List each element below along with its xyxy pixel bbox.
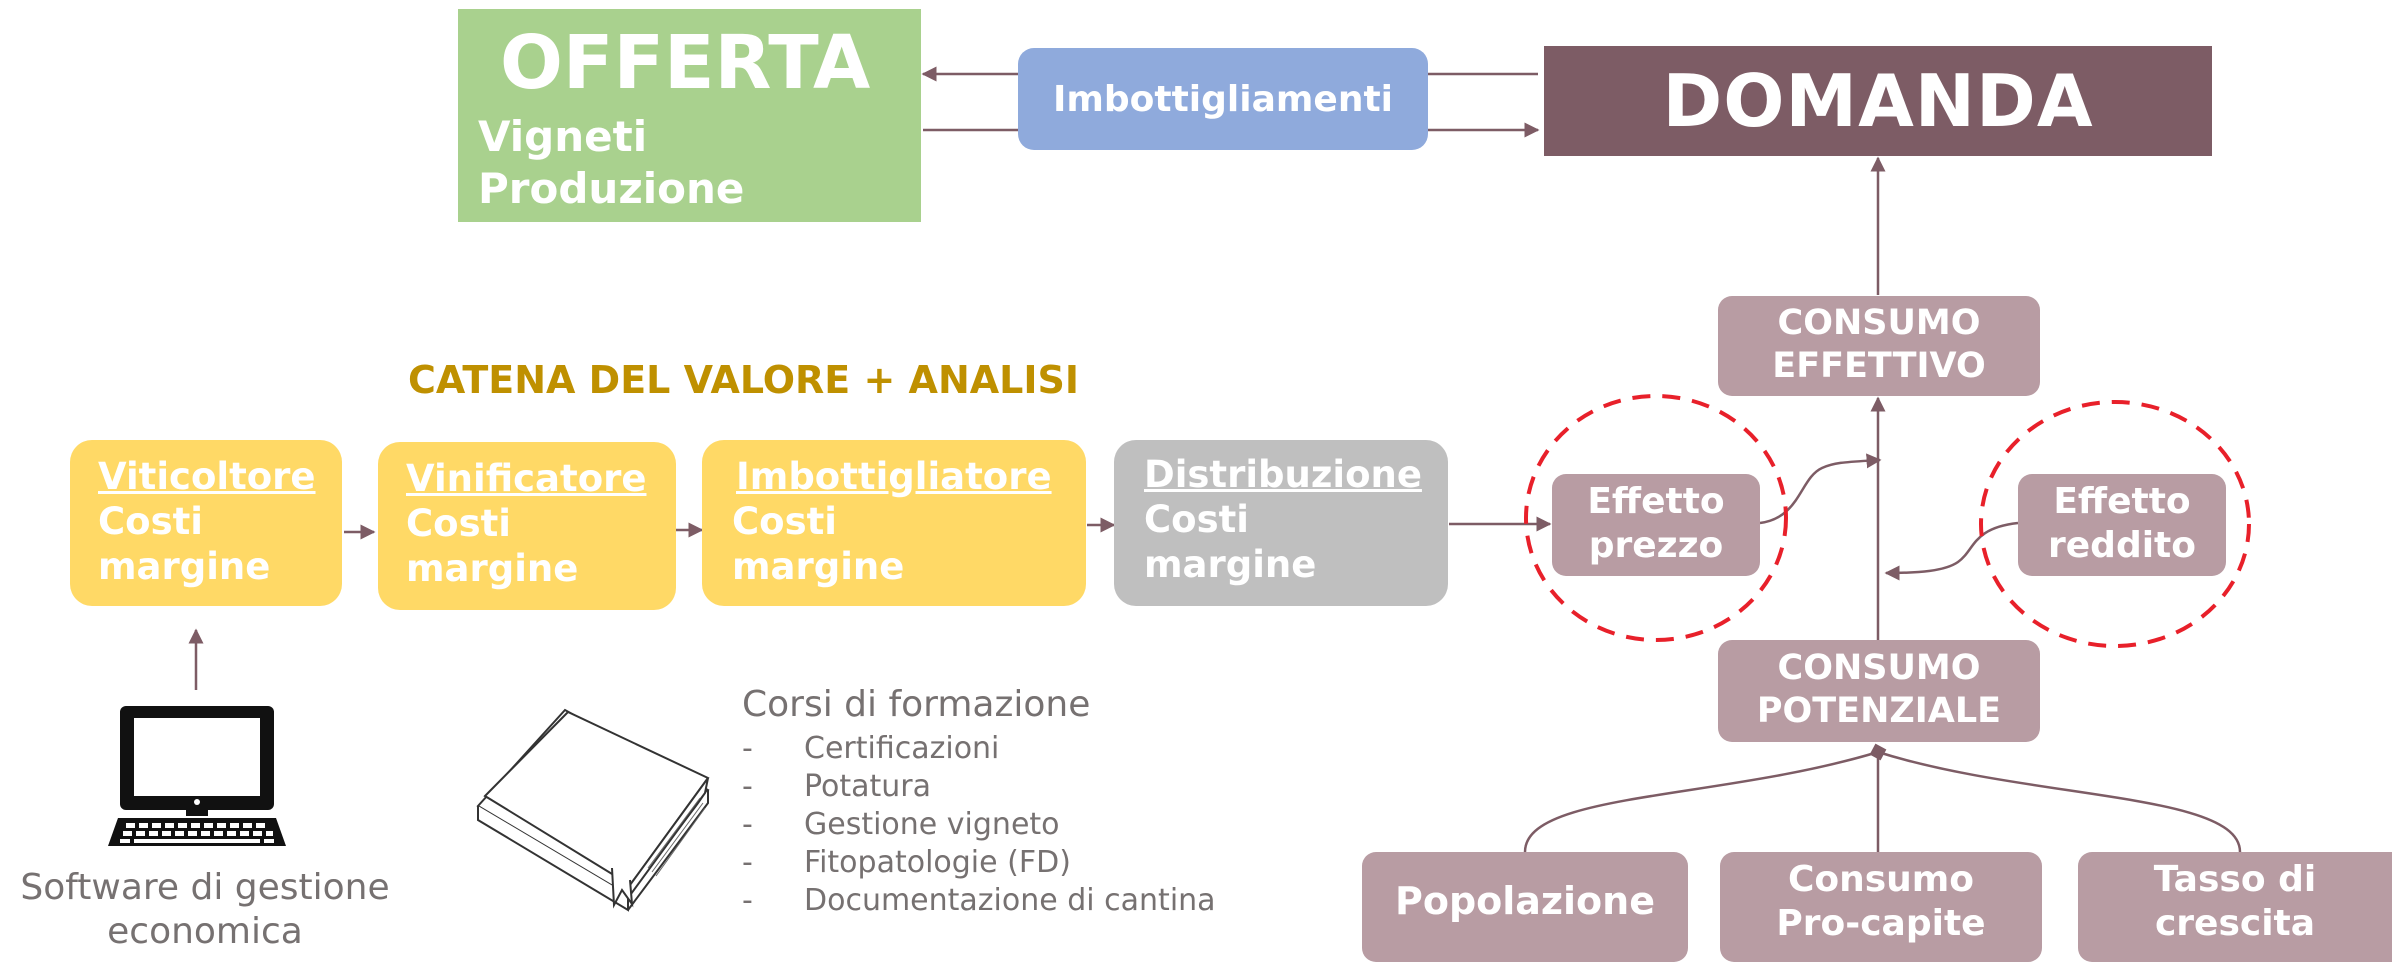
- consumo-effettivo-box: CONSUMO EFFETTIVO: [1718, 296, 2040, 396]
- chain-name-imbottigliatore: Imbottigliatore: [736, 455, 1052, 498]
- consumo-potenziale-line1: CONSUMO: [1777, 648, 1981, 688]
- chain-costi-imbottigliatore: Costi: [732, 500, 837, 543]
- consumo-procapite-box: Consumo Pro-capite: [1720, 852, 2042, 962]
- corsi-item: - Fitopatologie (FD): [742, 844, 1216, 882]
- chain-margine-vinificatore: margine: [406, 547, 579, 590]
- chain-box-distribuzione: Distribuzione Costi margine: [1114, 440, 1448, 606]
- imbottigliamenti-box: Imbottigliamenti: [1018, 48, 1428, 150]
- offerta-line-vigneti: Vigneti: [478, 112, 648, 161]
- chain-box-vinificatore: Vinificatore Costi margine: [378, 442, 676, 610]
- corsi-bullet: -: [742, 807, 753, 842]
- chain-costi-viticoltore: Costi: [98, 500, 203, 543]
- tasso-crescita-box: Tasso di crescita: [2078, 852, 2392, 962]
- corsi-list: - Certificazioni - Potatura - Gestione vign…: [742, 730, 1216, 920]
- domanda-box: DOMANDA: [1544, 46, 2212, 156]
- consumo-procapite-line1: Consumo: [1787, 859, 1975, 900]
- domanda-title: DOMANDA: [1662, 59, 2094, 143]
- tasso-crescita-line2: crescita: [2154, 903, 2316, 944]
- effetto-reddito-line2: reddito: [2048, 525, 2196, 566]
- imbottigliamenti-label: Imbottigliamenti: [1052, 78, 1393, 120]
- effetto-reddito-box: Effetto reddito: [2018, 474, 2226, 576]
- effetto-prezzo-line2: prezzo: [1588, 525, 1724, 566]
- offerta-box: OFFERTA Vigneti Produzione: [458, 9, 921, 222]
- chain-margine-imbottigliatore: margine: [732, 545, 905, 588]
- offerta-title: OFFERTA: [500, 20, 871, 106]
- chain-box-viticoltore: Viticoltore Costi margine: [70, 440, 342, 606]
- chain-margine-distribuzione: margine: [1144, 543, 1317, 586]
- corsi-item-text: Certificazioni: [804, 731, 1000, 766]
- corsi-title: Corsi di formazione: [742, 684, 1091, 725]
- corsi-bullet: -: [742, 883, 753, 918]
- corsi-item: - Gestione vigneto: [742, 806, 1216, 844]
- software-caption-line1: Software di gestione: [20, 867, 390, 908]
- consumo-effettivo-line2: EFFETTIVO: [1772, 346, 1986, 386]
- highlight-effetto-prezzo: [1524, 394, 1788, 642]
- effetto-prezzo-line1: Effetto: [1587, 481, 1725, 522]
- highlight-effetto-reddito: [1979, 400, 2251, 648]
- corsi-item: - Potatura: [742, 768, 1216, 806]
- popolazione-box: Popolazione: [1362, 852, 1688, 962]
- corsi-item-text: Documentazione di cantina: [804, 883, 1216, 918]
- software-caption: Software di gestione economica: [0, 866, 410, 954]
- consumo-potenziale-box: CONSUMO POTENZIALE: [1718, 640, 2040, 742]
- effetto-prezzo-box: Effetto prezzo: [1552, 474, 1760, 576]
- software-caption-line2: economica: [107, 911, 303, 952]
- computer-icon: [108, 706, 286, 846]
- book-icon: [476, 708, 710, 912]
- consumo-procapite-line2: Pro-capite: [1776, 903, 1986, 944]
- offerta-line-produzione: Produzione: [478, 164, 745, 213]
- chain-box-imbottigliatore: Imbottigliatore Costi margine: [702, 440, 1086, 606]
- tasso-crescita-line1: Tasso di: [2153, 859, 2317, 900]
- chain-margine-viticoltore: margine: [98, 545, 271, 588]
- consumo-effettivo-line1: CONSUMO: [1777, 303, 1981, 343]
- catena-title: CATENA DEL VALORE + ANALISI: [408, 358, 1080, 402]
- chain-name-viticoltore: Viticoltore: [98, 455, 316, 498]
- chain-costi-distribuzione: Costi: [1144, 498, 1249, 541]
- corsi-bullet: -: [742, 845, 753, 880]
- corsi-bullet: -: [742, 769, 753, 804]
- corsi-item-text: Fitopatologie (FD): [804, 845, 1071, 880]
- chain-name-distribuzione: Distribuzione: [1144, 453, 1422, 496]
- corsi-item: - Documentazione di cantina: [742, 882, 1216, 920]
- effetto-reddito-line1: Effetto: [2053, 481, 2191, 522]
- arrow-effetto-reddito-curve: [1884, 521, 2019, 581]
- chain-costi-vinificatore: Costi: [406, 502, 511, 545]
- popolazione-label: Popolazione: [1394, 879, 1655, 923]
- arrow-effetto-prezzo-curve: [1759, 453, 1882, 525]
- corsi-item-text: Gestione vigneto: [804, 807, 1060, 842]
- corsi-bullet: -: [742, 731, 753, 766]
- corsi-item: - Certificazioni: [742, 730, 1216, 768]
- connector-tasso-crescita: [1877, 750, 2242, 853]
- chain-name-vinificatore: Vinificatore: [406, 457, 647, 500]
- consumo-potenziale-line2: POTENZIALE: [1756, 691, 2002, 731]
- connector-popolazione: [1523, 743, 1887, 853]
- corsi-item-text: Potatura: [804, 769, 932, 804]
